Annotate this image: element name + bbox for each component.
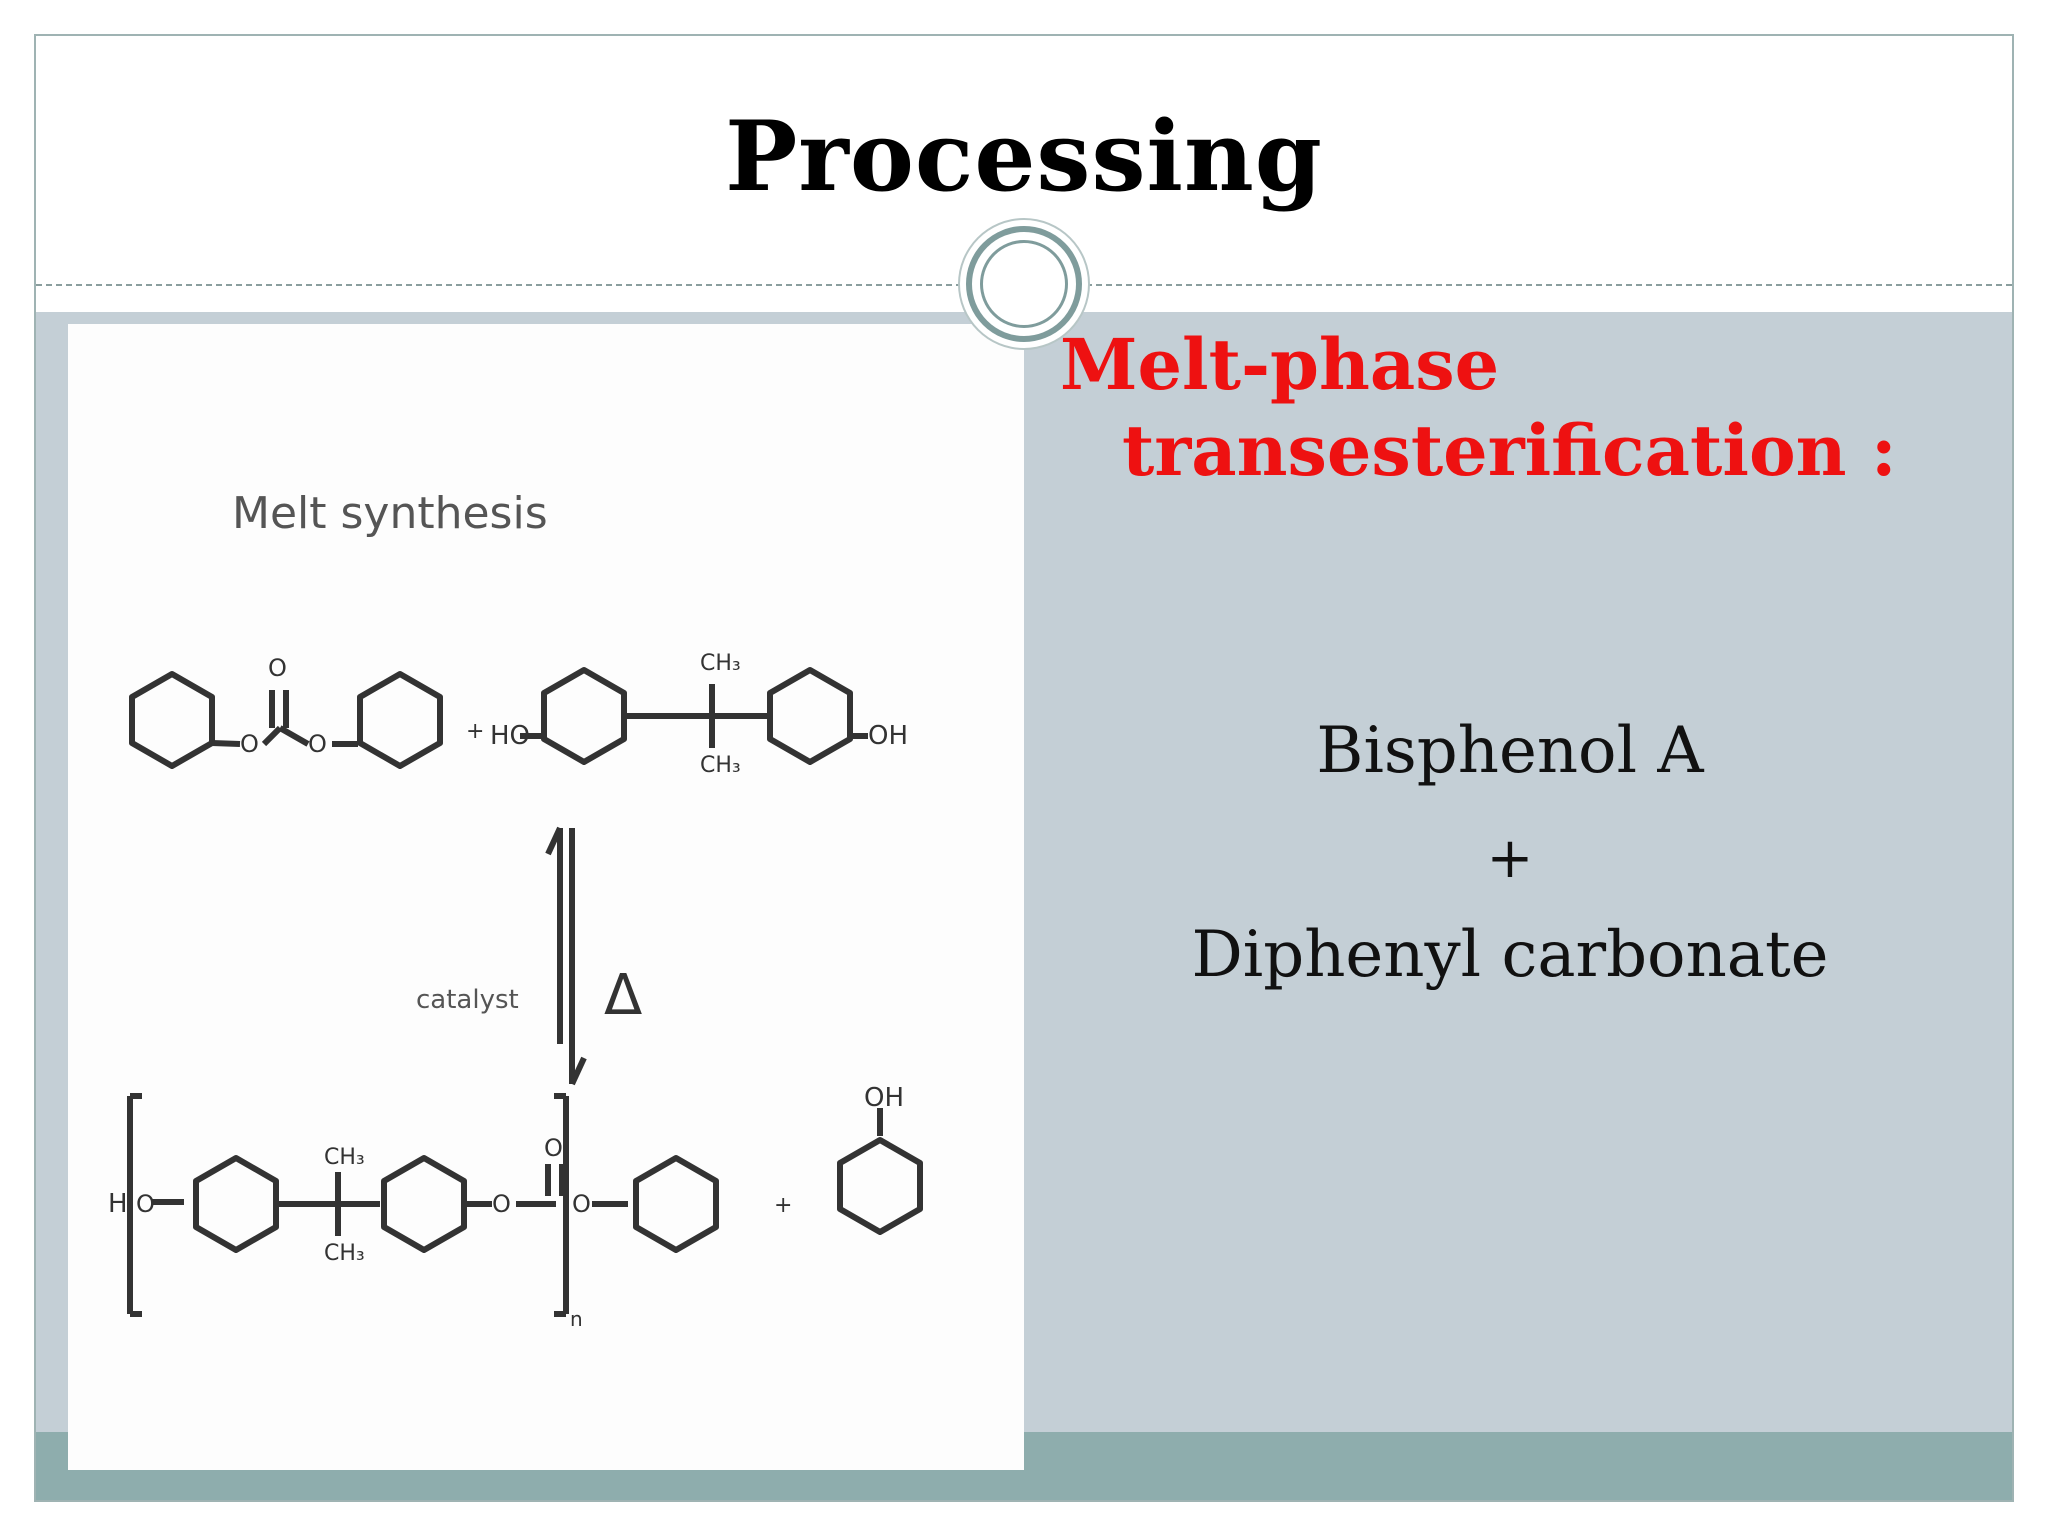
benzene-ring bbox=[381, 1155, 467, 1253]
benzene-ring bbox=[357, 671, 443, 769]
methyl-label: CH₃ bbox=[324, 1241, 365, 1266]
subheading: Melt-phase transesterification : bbox=[1060, 322, 2000, 494]
methyl-label: CH₃ bbox=[324, 1145, 365, 1170]
subheading-line-2: transesterification : bbox=[1122, 409, 1897, 492]
benzene-ring bbox=[129, 671, 215, 769]
slide-title: Processing bbox=[725, 100, 1323, 213]
oxygen-label: O bbox=[136, 1190, 155, 1218]
hydroxyl-label: HO bbox=[490, 721, 530, 751]
reactant-bisphenol-a: Bisphenol A bbox=[1316, 714, 1704, 788]
hydroxyl-label: OH bbox=[868, 721, 908, 751]
oxygen-label: O bbox=[308, 730, 327, 758]
plus-sign: + bbox=[774, 1193, 792, 1218]
melt-synthesis-diagram: Melt synthesis + HO OH CH₃ CH₃ O O O cat… bbox=[108, 488, 923, 1331]
benzene-ring bbox=[633, 1155, 719, 1253]
benzene-ring bbox=[767, 667, 853, 765]
plus-sign: + bbox=[1486, 826, 1534, 891]
diagram-caption: Melt synthesis bbox=[232, 488, 548, 539]
methyl-label: CH₃ bbox=[700, 651, 741, 676]
catalyst-label: catalyst bbox=[416, 985, 519, 1015]
plus-sign: + bbox=[466, 719, 484, 744]
benzene-ring bbox=[837, 1137, 923, 1235]
oxygen-label: O bbox=[240, 730, 259, 758]
reactant-diphenyl-carbonate: Diphenyl carbonate bbox=[1191, 918, 1829, 992]
benzene-ring bbox=[193, 1155, 279, 1253]
oxygen-label: O bbox=[268, 654, 287, 682]
reaction-scheme-image: Melt synthesis + HO OH CH₃ CH₃ O O O cat… bbox=[68, 324, 1024, 1470]
oxygen-label: O bbox=[572, 1190, 591, 1218]
oxygen-label: O bbox=[492, 1190, 511, 1218]
subheading-line-1: Melt-phase bbox=[1060, 323, 1500, 406]
benzene-ring bbox=[541, 667, 627, 765]
circle-ornament bbox=[966, 226, 1082, 342]
repeat-unit-label: n bbox=[570, 1307, 583, 1331]
heat-symbol: Δ bbox=[604, 963, 642, 1028]
hydrogen-label: H bbox=[108, 1189, 128, 1219]
methyl-label: CH₃ bbox=[700, 753, 741, 778]
oxygen-label: O bbox=[544, 1134, 563, 1162]
hydroxyl-label: OH bbox=[864, 1083, 904, 1113]
